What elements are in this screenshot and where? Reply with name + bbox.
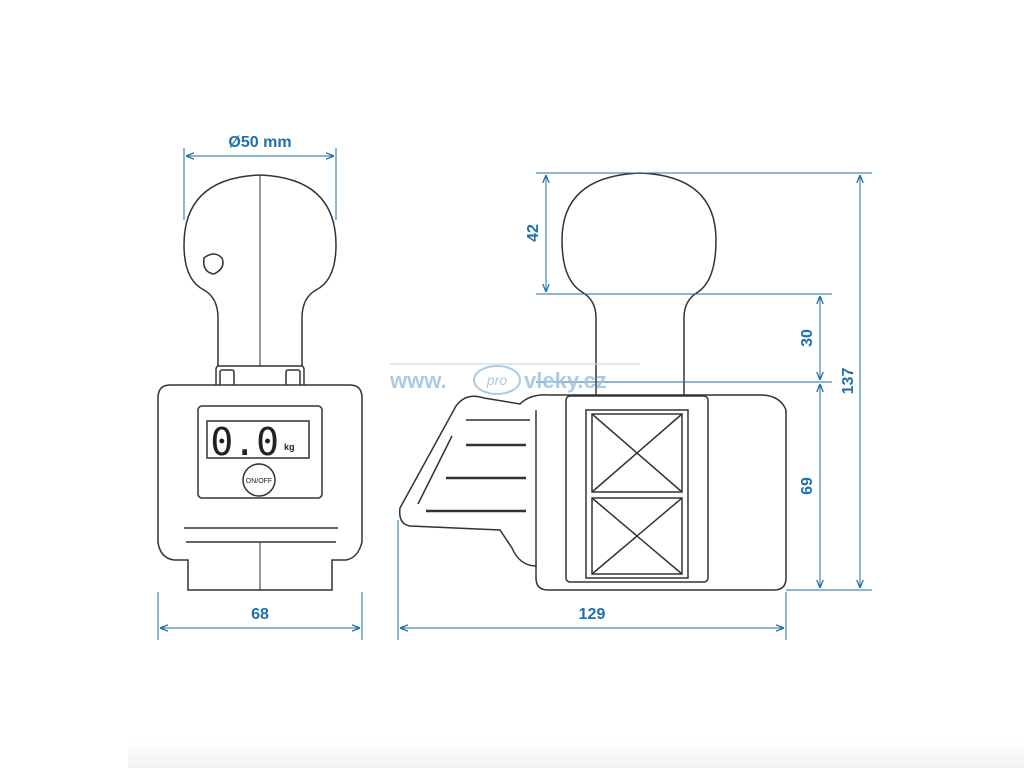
dim-ball-height: 42: [525, 224, 542, 242]
watermark-suffix: vleky.cz: [524, 368, 607, 393]
front-ball-outline: [183, 174, 337, 378]
bottom-edge-strip: [128, 740, 1024, 768]
dim-ball-diameter: Ø50 mm: [228, 134, 291, 151]
front-dimension-lines: [157, 148, 363, 640]
on-off-button[interactable]: [242, 463, 276, 497]
watermark-pro: pro: [486, 372, 507, 388]
side-grip-top-cross: [591, 413, 683, 493]
front-ball-lock-detail: [202, 253, 224, 275]
dim-side-length: 129: [579, 606, 606, 623]
dim-neck-height: 30: [799, 329, 816, 347]
side-grip-top-cell: [591, 413, 683, 493]
dim-front-width: 68: [251, 606, 269, 623]
lcd-screen: [206, 420, 310, 459]
watermark-pro-badge: [473, 365, 521, 395]
lcd-reading: 0.0: [210, 420, 279, 464]
side-dimension-lines: [397, 172, 872, 640]
watermark: www. pro vleky.cz: [389, 363, 640, 395]
watermark-prefix: www.: [389, 368, 447, 393]
lcd-unit: kg: [284, 442, 295, 452]
front-panel: [197, 405, 323, 499]
side-grip-inner: [585, 409, 689, 579]
side-grip-bottom-cell: [591, 497, 683, 575]
side-nose-inner: [417, 419, 530, 505]
side-view: [398, 172, 787, 591]
side-ball-outline: [561, 172, 717, 395]
front-view: [157, 174, 363, 591]
on-off-button-label: ON/OFF: [246, 478, 272, 485]
dim-total-height: 137: [840, 368, 857, 395]
dim-body-height: 69: [799, 477, 816, 495]
side-grip-frame: [565, 395, 709, 583]
side-grip-bottom-cross: [591, 497, 683, 575]
